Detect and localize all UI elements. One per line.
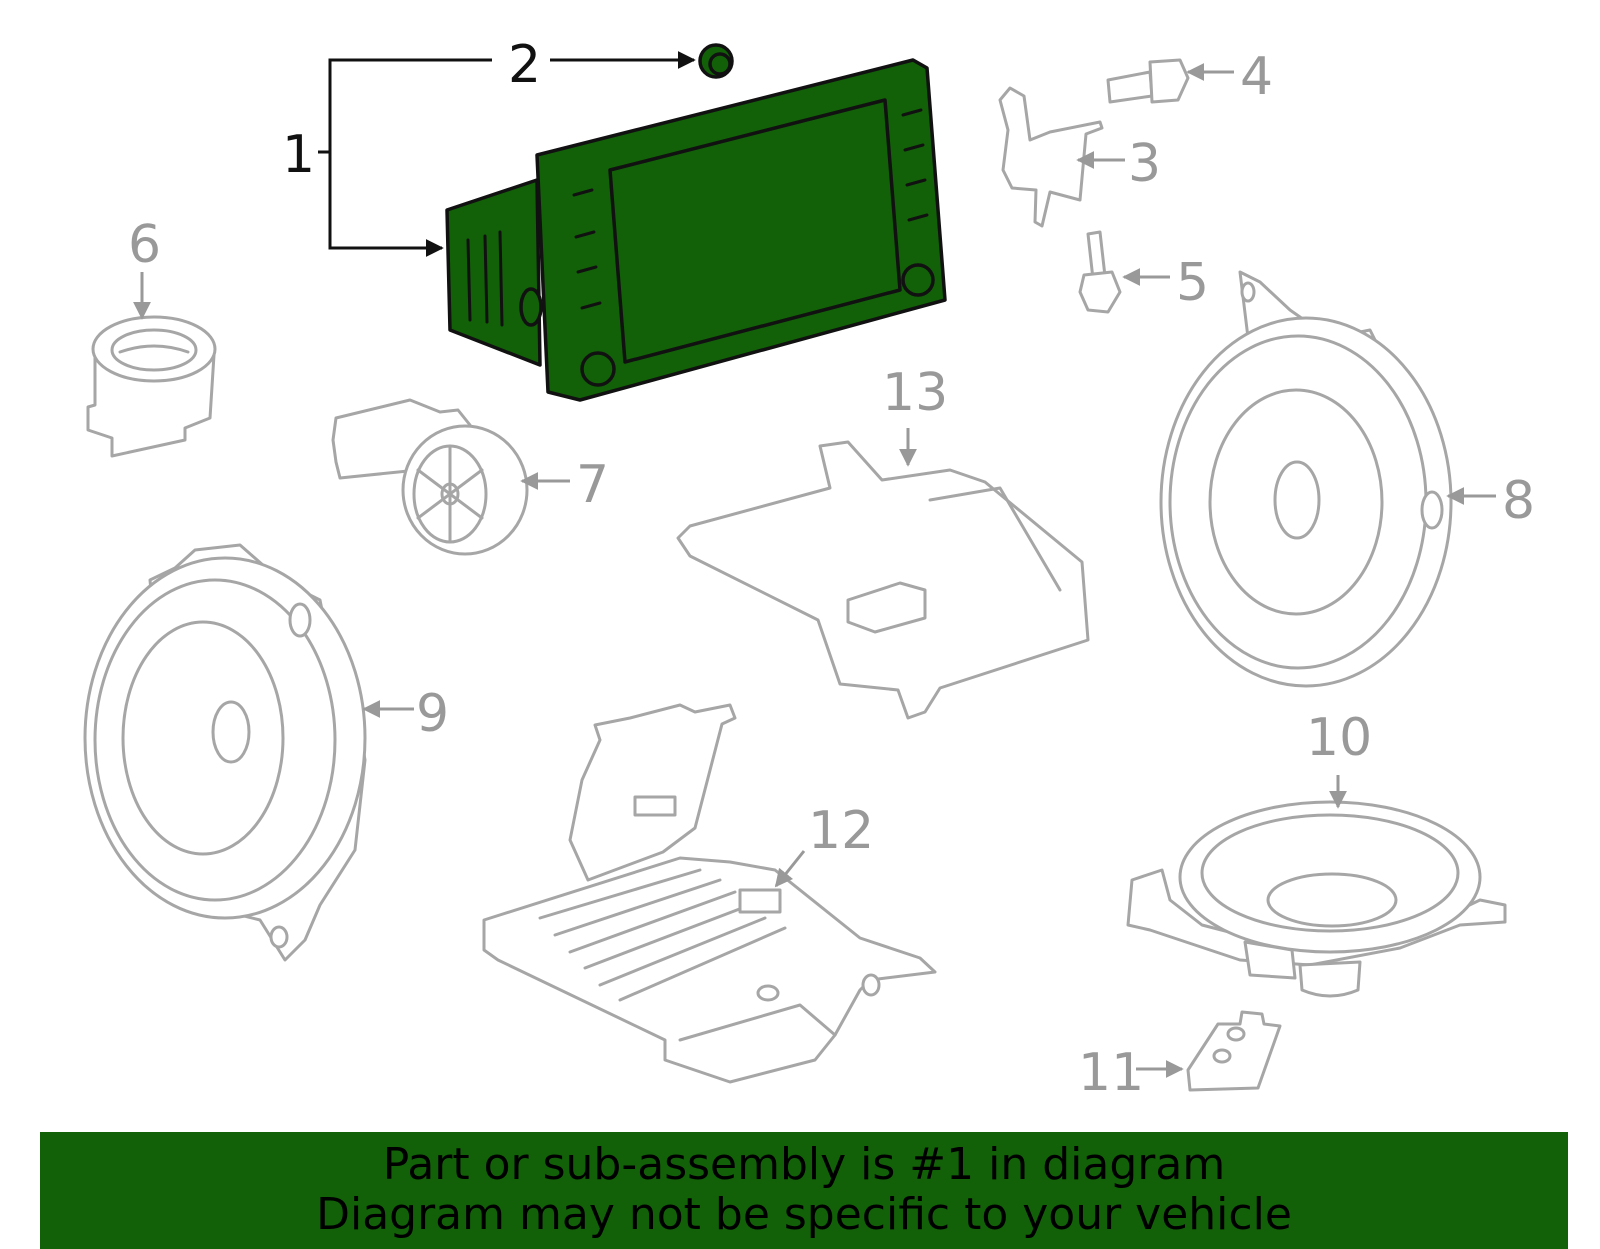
parts-diagram: 1 2 3 4 5 6 7 8 9 10 11 12 13 (83, 35, 1535, 1103)
callout-8: 8 (1502, 471, 1535, 531)
callout-1: 1 (282, 125, 315, 185)
part-8-speaker[interactable] (1159, 270, 1453, 688)
callout-5: 5 (1176, 253, 1209, 313)
part-10-subwoofer[interactable] (1126, 800, 1507, 998)
callout-13: 13 (882, 363, 948, 423)
leader-12 (774, 850, 806, 888)
callout-2: 2 (508, 35, 541, 95)
banner-line-2: Diagram may not be specific to your vehi… (316, 1189, 1292, 1240)
part-5-bolt[interactable] (1078, 230, 1122, 314)
leader-1 (318, 58, 492, 257)
part-1-display-unit[interactable] (445, 58, 947, 402)
info-banner: Part or sub-assembly is #1 in diagram Di… (40, 1132, 1568, 1249)
part-4-bolt[interactable] (1106, 58, 1190, 104)
callout-12: 12 (808, 801, 874, 861)
part-9-speaker[interactable] (83, 543, 367, 962)
part-12-amplifier[interactable] (482, 703, 937, 1084)
part-11-clip[interactable] (1186, 1010, 1282, 1092)
callout-6: 6 (128, 215, 161, 275)
part-6-tweeter[interactable] (86, 315, 217, 458)
callout-10: 10 (1306, 708, 1372, 768)
callout-3: 3 (1128, 134, 1161, 194)
part-3-bracket[interactable] (998, 86, 1104, 228)
callout-11: 11 (1078, 1043, 1144, 1103)
part-13-cover[interactable] (676, 440, 1090, 720)
callout-7: 7 (576, 455, 609, 515)
part-2-clip[interactable] (698, 43, 734, 79)
callout-4: 4 (1240, 47, 1273, 107)
banner-line-1: Part or sub-assembly is #1 in diagram (382, 1139, 1226, 1190)
callout-9: 9 (416, 684, 449, 744)
part-7-tweeter[interactable] (331, 398, 529, 556)
